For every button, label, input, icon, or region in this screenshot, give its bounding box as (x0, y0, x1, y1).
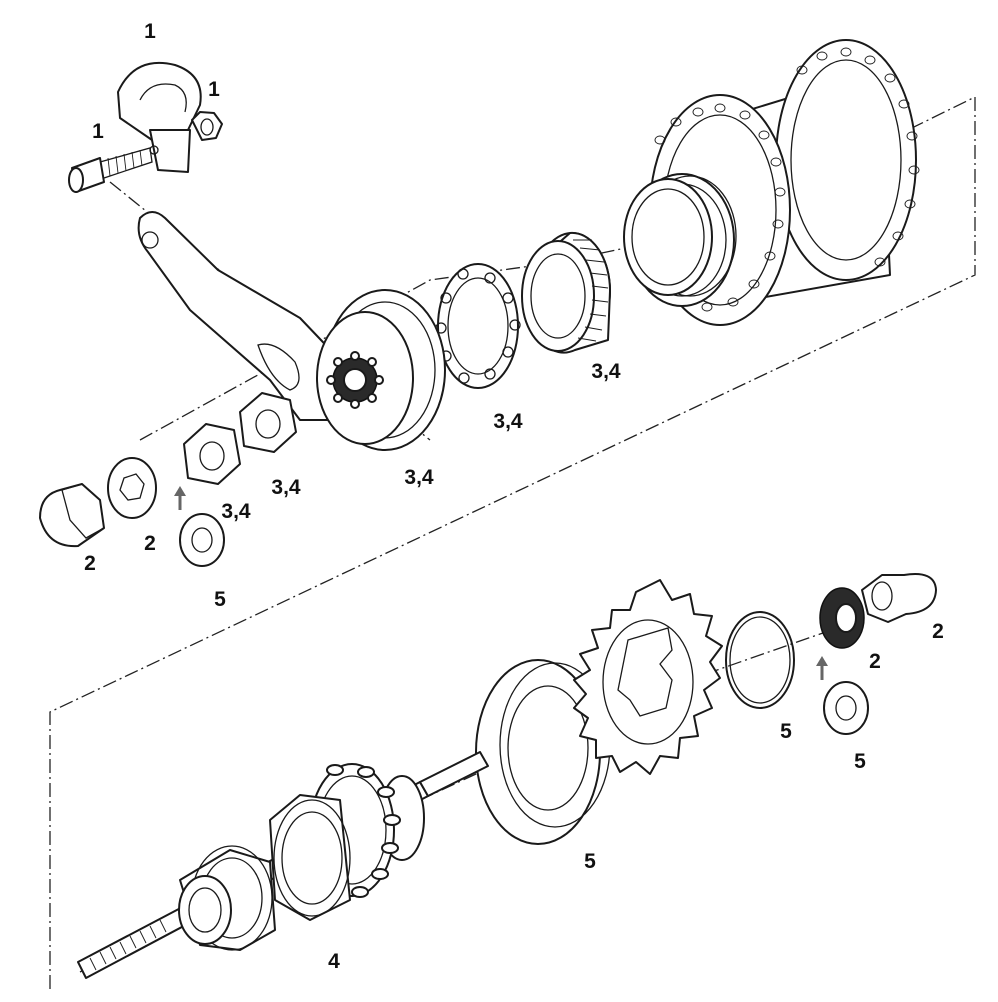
clutch-ring (521, 231, 612, 354)
label-clamp-bolt: 1 (92, 120, 104, 143)
hub-shell (623, 39, 920, 326)
label-nut-rear: 3,4 (271, 476, 301, 499)
hub-internals (77, 751, 489, 979)
acorn-nut-right (861, 573, 937, 623)
arrow-left (174, 486, 186, 510)
label-bearing-cage: 3,4 (493, 410, 523, 433)
label-internals: 4 (328, 950, 340, 973)
bearing-cage (435, 263, 521, 389)
snap-ring (725, 611, 795, 709)
axle-nut-front (183, 423, 241, 485)
axle-nut-rear (239, 392, 297, 453)
frame-clamp (117, 61, 202, 173)
spacer-left (179, 513, 225, 567)
acorn-nut-left (39, 483, 105, 548)
label-lock-washer-right: 2 (869, 650, 881, 673)
spacer-right (823, 681, 869, 735)
clamp-bolt (68, 147, 153, 193)
label-dust-cap: 5 (584, 850, 596, 873)
label-clamp-top: 1 (144, 20, 156, 43)
part-labels: 1 1 1 3,4 3,4 3,4 3,4 3,4 2 2 5 2 2 5 5 … (84, 20, 944, 973)
label-spacer-left: 5 (214, 588, 226, 611)
label-clamp-nut: 1 (208, 78, 220, 101)
label-spacer-right: 5 (854, 750, 866, 773)
label-snap-ring: 5 (780, 720, 792, 743)
label-brake-arm: 3,4 (404, 466, 434, 489)
label-acorn-nut-right: 2 (932, 620, 944, 643)
brake-arm (137, 211, 446, 451)
brake-arm-cog (326, 351, 384, 409)
washer-left (107, 457, 157, 519)
label-acorn-nut-left: 2 (84, 552, 96, 575)
label-washer-left: 2 (144, 532, 156, 555)
clamp-nut (191, 111, 223, 141)
arrow-right (816, 656, 828, 680)
label-nut-front: 3,4 (221, 500, 251, 523)
sprocket (573, 579, 723, 775)
label-clutch-ring: 3,4 (591, 360, 621, 383)
lock-washer-right (819, 587, 865, 649)
